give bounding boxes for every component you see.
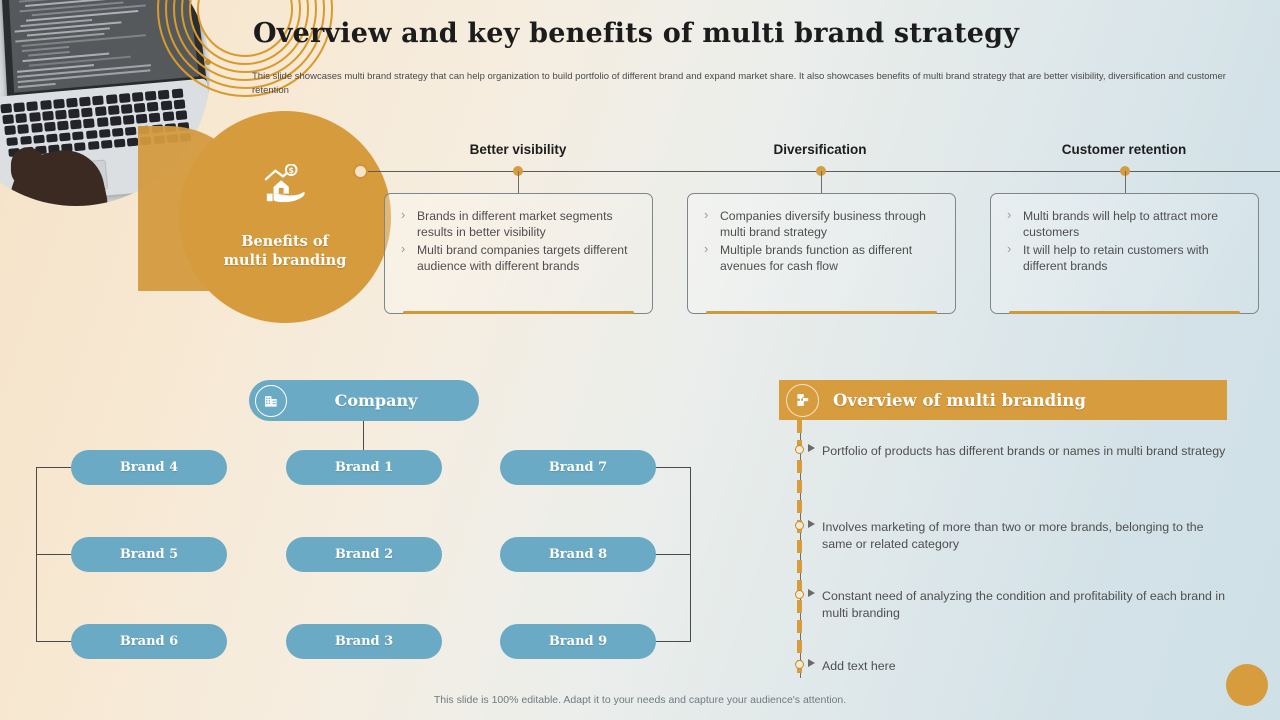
org-line-left-b5: [36, 554, 72, 555]
benefits-hub: $ Benefits ofmulti branding: [179, 111, 391, 323]
org-line-root: [363, 421, 364, 450]
triangle-bullet-icon: [808, 589, 815, 597]
benefit-connector-stem-1: [821, 171, 822, 193]
org-node-brand-6[interactable]: Brand 6: [71, 624, 227, 659]
card-accent-bar: [1009, 311, 1240, 314]
org-node-brand-7[interactable]: Brand 7: [500, 450, 656, 485]
org-node-brand-3[interactable]: Brand 3: [286, 624, 442, 659]
benefit-connector-stem-0: [518, 171, 519, 193]
org-node-brand-2[interactable]: Brand 2: [286, 537, 442, 572]
org-line-right-b8: [655, 554, 691, 555]
benefit-card-2[interactable]: Multi brands will help to attract more c…: [990, 193, 1259, 314]
benefits-hub-label: Benefits ofmulti branding: [224, 232, 347, 270]
timeline-marker-icon: [795, 590, 804, 599]
triangle-bullet-icon: [808, 659, 815, 667]
benefit-bullet: Multiple brands function as different av…: [700, 242, 943, 275]
benefit-bullet: Multi brand companies targets different …: [397, 242, 640, 275]
benefits-connector-ring: [353, 164, 368, 179]
triangle-bullet-icon: [808, 520, 815, 528]
benefit-card-1[interactable]: Companies diversify business through mul…: [687, 193, 956, 314]
triangle-bullet-icon: [808, 444, 815, 452]
decorative-dot: [205, 59, 211, 65]
card-accent-bar: [403, 311, 634, 314]
org-line-left-b6: [36, 641, 72, 642]
benefit-heading-2: Customer retention: [994, 142, 1254, 157]
org-line-right-b9: [655, 641, 691, 642]
overview-item-3[interactable]: Add text here: [806, 658, 1226, 675]
org-node-brand-9[interactable]: Brand 9: [500, 624, 656, 659]
overview-heading: Overview of multi branding: [833, 391, 1086, 410]
org-line-left-b4: [36, 467, 72, 468]
overview-header: Overview of multi branding: [779, 380, 1227, 420]
overview-item-1[interactable]: Involves marketing of more than two or m…: [806, 519, 1226, 552]
page-subtitle: This slide showcases multi brand strateg…: [252, 70, 1262, 98]
benefit-connector-stem-2: [1125, 171, 1126, 193]
org-line-right-b7: [655, 467, 691, 468]
hand-holding-house-growth-icon: $: [262, 164, 308, 206]
overview-item-text: Involves marketing of more than two or m…: [806, 519, 1226, 552]
overview-item-text: Add text here: [806, 658, 1226, 675]
card-accent-bar: [706, 311, 937, 314]
svg-text:$: $: [289, 166, 294, 175]
overview-item-text: Constant need of analyzing the condition…: [806, 588, 1226, 621]
timeline-marker-icon: [795, 521, 804, 530]
org-root-label: Company: [287, 391, 479, 410]
benefit-bullet: Multi brands will help to attract more c…: [1003, 208, 1246, 241]
benefit-heading-0: Better visibility: [388, 142, 648, 157]
footer-note: This slide is 100% editable. Adapt it to…: [0, 694, 1280, 706]
org-node-brand-5[interactable]: Brand 5: [71, 537, 227, 572]
overview-item-0[interactable]: Portfolio of products has different bran…: [806, 443, 1226, 460]
overview-item-2[interactable]: Constant need of analyzing the condition…: [806, 588, 1226, 621]
page-title: Overview and key benefits of multi brand…: [253, 18, 1253, 49]
org-root-company[interactable]: Company: [249, 380, 479, 421]
benefit-bullet: Companies diversify business through mul…: [700, 208, 943, 241]
benefit-card-0[interactable]: Brands in different market segments resu…: [384, 193, 653, 314]
overview-item-text: Portfolio of products has different bran…: [806, 443, 1226, 460]
timeline-marker-icon: [795, 660, 804, 669]
building-icon: [255, 385, 287, 417]
overview-timeline-dashes: [797, 420, 802, 678]
org-node-brand-1[interactable]: Brand 1: [286, 450, 442, 485]
benefit-bullet: It will help to retain customers with di…: [1003, 242, 1246, 275]
org-node-brand-8[interactable]: Brand 8: [500, 537, 656, 572]
benefit-heading-1: Diversification: [690, 142, 950, 157]
timeline-marker-icon: [795, 445, 804, 454]
documents-stack-icon: [786, 384, 819, 417]
benefit-bullet: Brands in different market segments resu…: [397, 208, 640, 241]
org-node-brand-4[interactable]: Brand 4: [71, 450, 227, 485]
